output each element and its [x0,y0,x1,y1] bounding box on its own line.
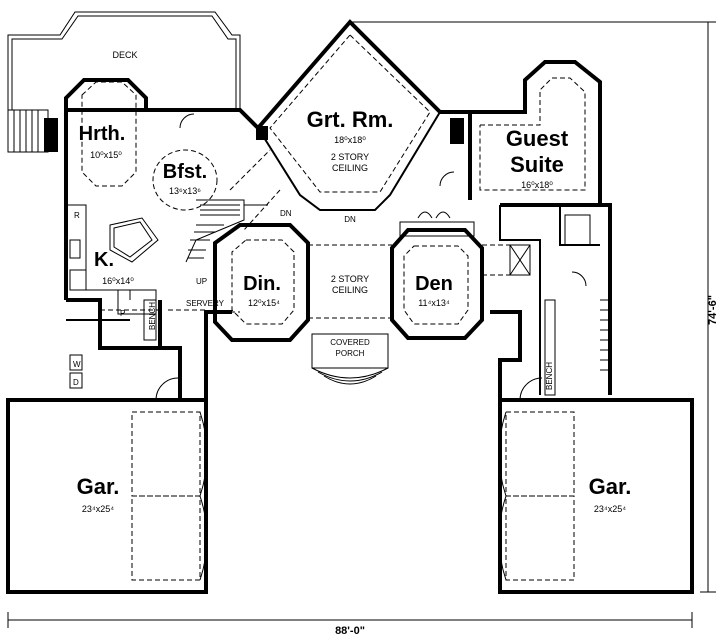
overall-depth: 74'-6" [707,295,719,325]
garage-right-dim: 23⁴x25⁴ [594,504,626,514]
kitchen-name: K. [94,249,114,271]
foyer-note1: 2 STORY [331,274,369,284]
hearth-fireplace [44,118,58,152]
garage-left-name: Gar. [77,474,120,499]
dining-dim: 12⁰x15⁴ [248,298,280,308]
breakfast-dim: 13⁶x13⁶ [169,186,201,196]
garage-left-doors [131,411,208,581]
kitchen-dim: 16⁰x14⁰ [102,276,134,286]
hearth-name: Hrth. [79,123,126,145]
great-room-walls [257,111,441,211]
guest-suite-tray [479,77,586,191]
great-room-note2: CEILING [332,163,368,173]
dimension-lines [7,21,716,628]
deck [7,11,241,153]
kitchen-island-inner [113,221,153,258]
garage-right-doors [498,411,575,581]
great-room-note1: 2 STORY [331,152,369,162]
right-garage-entry [519,377,543,401]
hearth-tray [81,81,137,187]
guest-suite-name1: Guest [506,126,569,151]
porch-label1: COVERED [330,338,370,347]
guest-closet [450,118,464,144]
great-room-tray [269,34,431,193]
den-doors [399,211,475,237]
washer-label: W [73,360,81,369]
kitchen-island [109,217,159,263]
dryer-label: D [73,378,79,387]
bench-right-label: BENCH [545,362,554,390]
left-garage-entry [155,377,179,401]
main-stairs [185,199,268,263]
foyer [308,244,392,319]
bath-door [571,271,587,287]
den-name: Den [415,273,453,295]
guest-door [439,171,455,187]
stair-dn-label: DN [280,209,292,218]
circulation [100,149,281,313]
deck-label: DECK [112,50,137,60]
servery-label: SERVERY [186,299,225,308]
great-room-dim: 18⁰x18⁰ [334,135,366,145]
hearth-dim: 10⁰x15⁰ [90,150,122,160]
grt-fireplace [256,126,268,140]
overall-width: 88'-0" [335,625,365,637]
up-label: UP [196,277,207,286]
porch-label2: PORCH [336,349,365,358]
dining-name: Din. [243,273,281,295]
bench-left-label: BENCH [148,302,157,330]
dining-walls [213,223,310,342]
storage-hatch [600,299,610,371]
den-dim: 11⁴x13⁴ [418,298,450,308]
foyer-note2: CEILING [332,285,368,295]
breakfast-door [179,113,195,129]
garage-left-dim: 23⁴x25⁴ [82,504,114,514]
laundry-mud [66,289,157,389]
breakfast-name: Bfst. [163,161,207,183]
covered-porch [311,333,389,385]
guest-suite-name2: Suite [510,152,564,177]
pantry-label: P [120,309,125,318]
great-room-name: Grt. Rm. [307,107,394,132]
fridge-label: R [74,211,80,220]
breakfast-tray [152,149,218,211]
right-interiors [482,205,600,396]
exterior-walls [6,19,694,594]
grt-dn-label: DN [344,215,356,224]
deck-stairs [7,109,49,153]
kitchen-counters [66,204,131,300]
guest-suite-dim: 16⁰x18⁰ [521,180,553,190]
garage-right-name: Gar. [589,474,632,499]
